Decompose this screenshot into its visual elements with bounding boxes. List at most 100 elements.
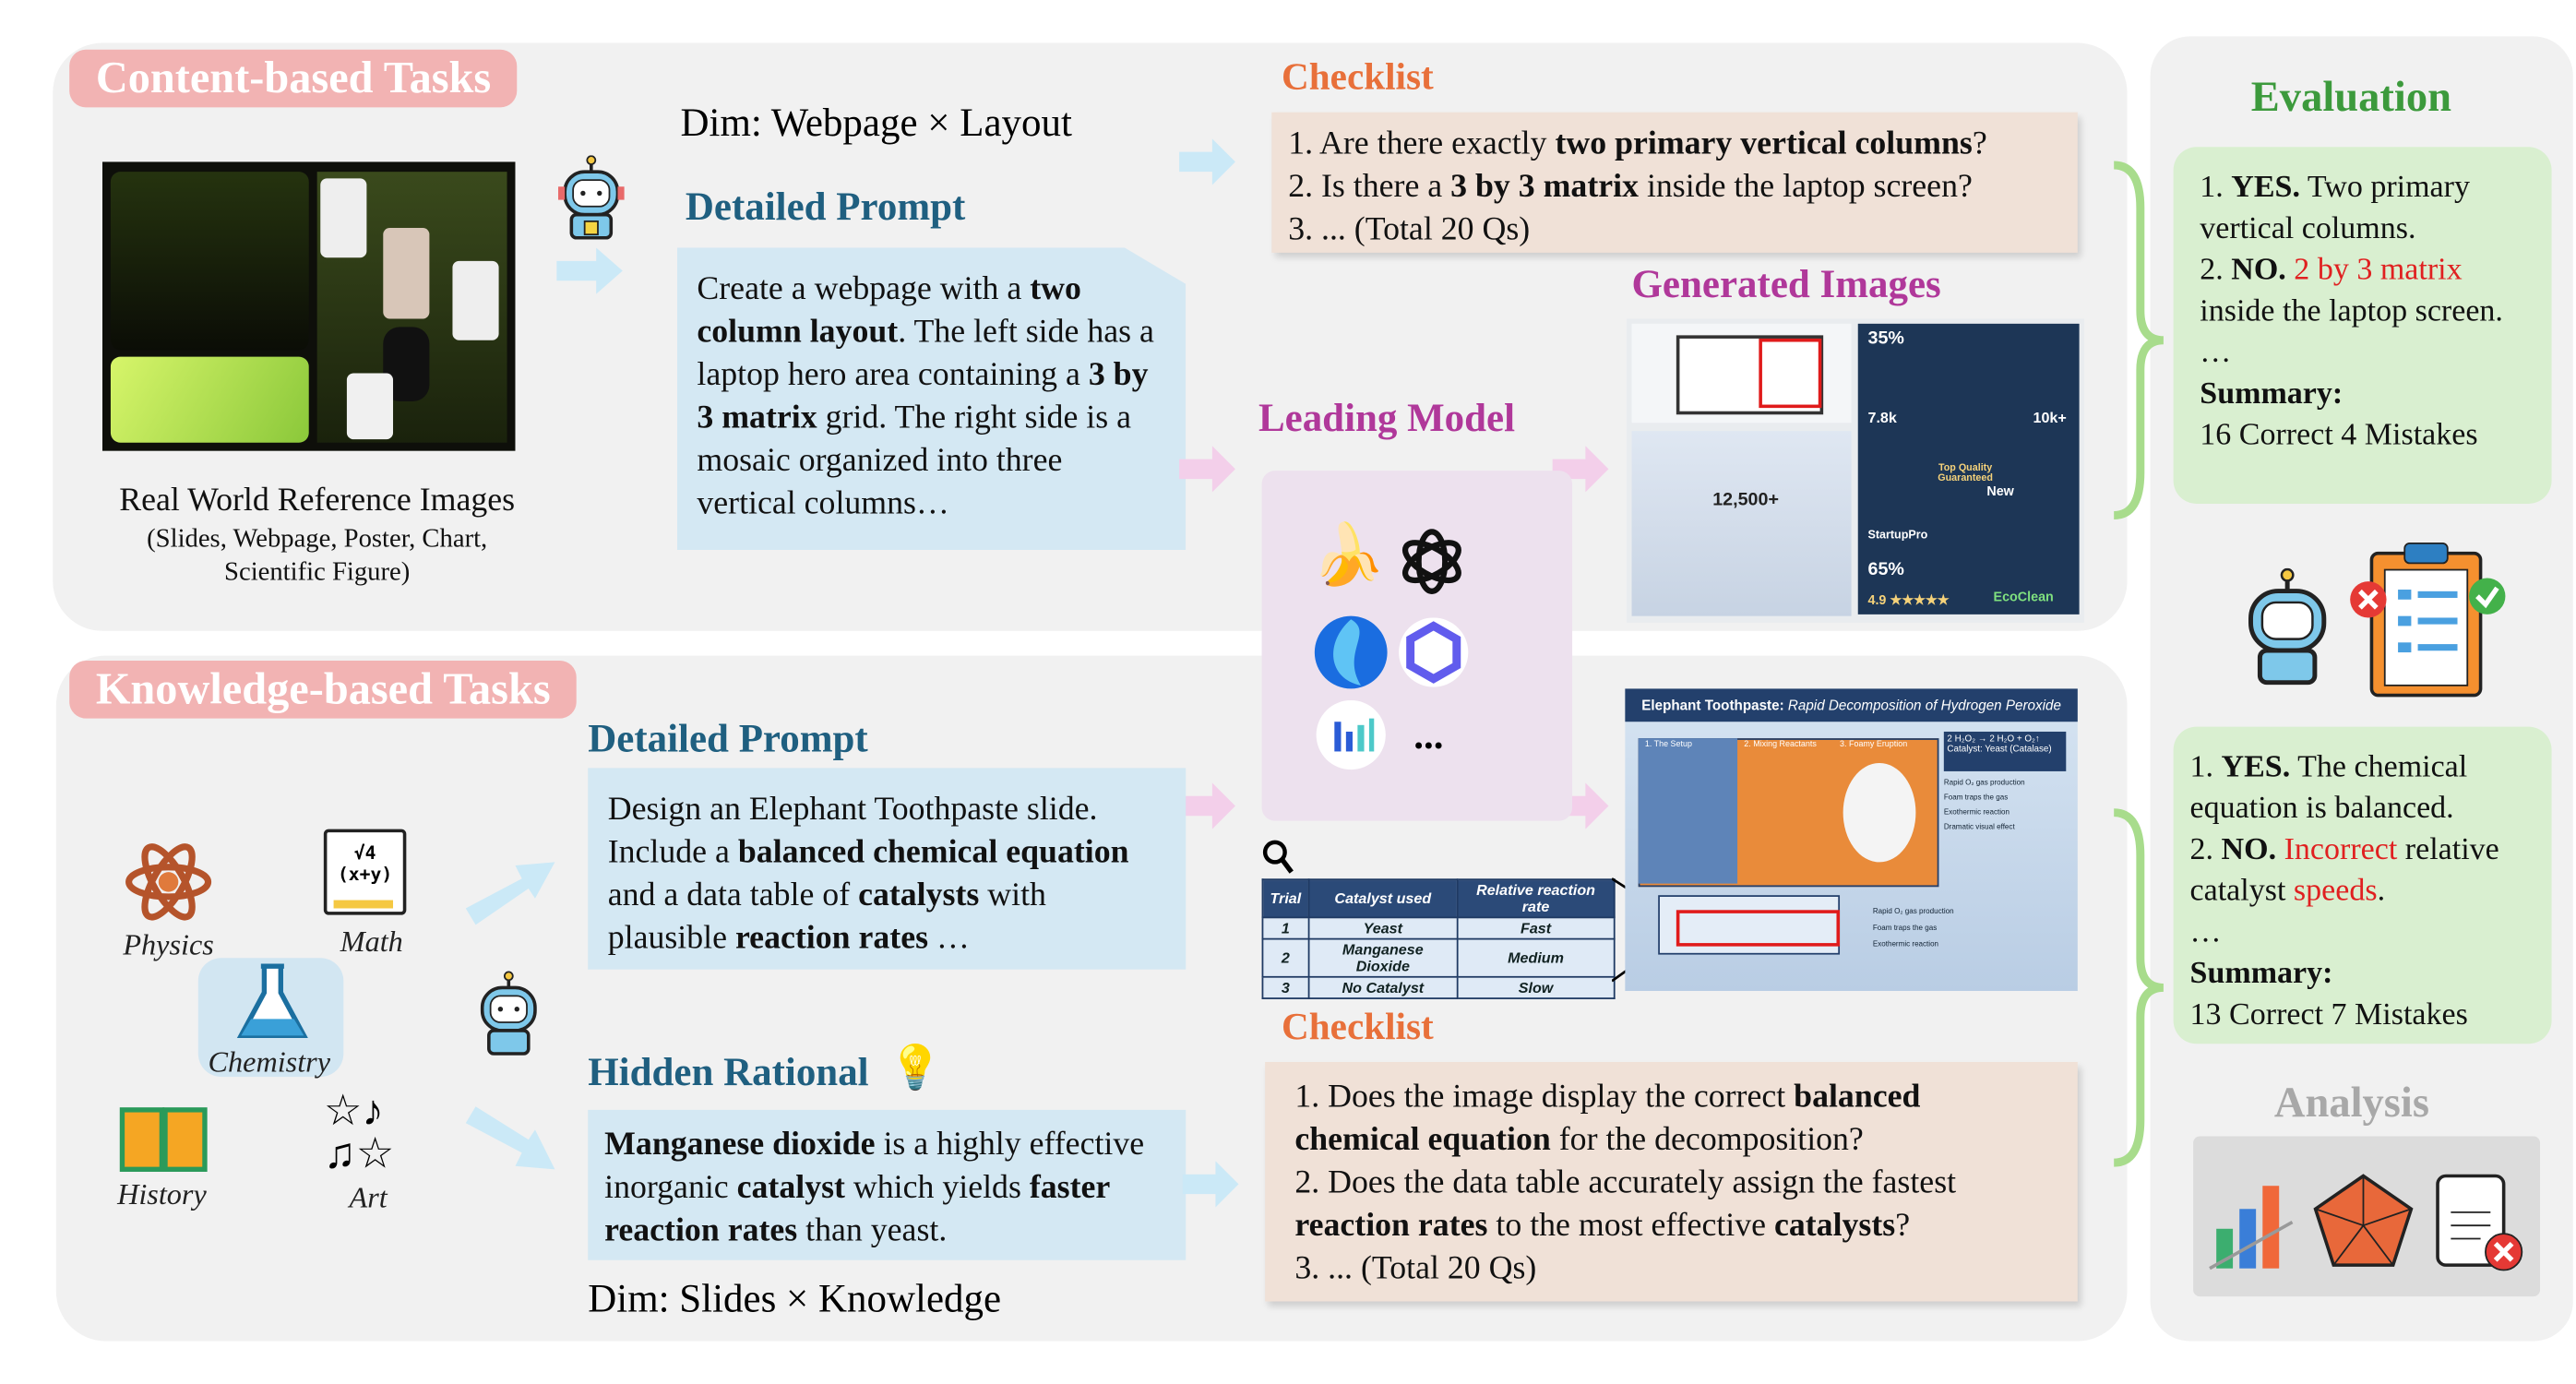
checklist-item: 2. Is there a 3 by 3 matrix inside the l… (1288, 165, 2061, 209)
bold-text: faster reaction rates (604, 1169, 1110, 1249)
reference-images (101, 161, 516, 451)
text-segment: 13 Correct 7 Mistakes (2189, 997, 2468, 1032)
text-segment: 1. Are there exactly (1288, 125, 1556, 162)
text-segment: which yields (844, 1169, 1030, 1206)
evaluation-result-1: 1. YES. Two primary vertical columns. 2.… (2173, 147, 2552, 504)
generated-slide: Elephant Toothpaste: Rapid Decomposition… (1625, 688, 2078, 991)
model-box: 🍌 ... (1261, 471, 1573, 821)
bold-text: reaction rates (734, 920, 929, 957)
generated-stat: StartupPro (1867, 530, 1928, 543)
table-cell: Medium (1456, 937, 1616, 978)
bold-text: Summary: (2189, 956, 2333, 991)
hidden-rational-heading: Hidden Rational (588, 1052, 869, 1095)
eval-line: Summary: (2190, 953, 2535, 995)
text-segment: 1. (2200, 170, 2232, 205)
hidden-rational-box: Manganese dioxide is a highly effective … (588, 1109, 1187, 1260)
eval-line: … (2190, 912, 2535, 953)
slide-bullet: Foam traps the gas (1943, 793, 2009, 802)
bold-text: balanced chemical equation (737, 833, 1129, 871)
subject-physics: Physics (123, 927, 214, 961)
reference-types-2: Scientific Figure) (224, 558, 411, 587)
knowledge-tasks-title: Knowledge-based Tasks (69, 661, 578, 719)
bold-text: catalyst (736, 1169, 845, 1206)
text-segment: Create a webpage with a (697, 270, 1031, 307)
seedream-icon (1314, 615, 1388, 689)
generated-stat: New (1986, 483, 2014, 499)
arrow-right-icon (1552, 446, 1609, 493)
table-header: Trial (1261, 878, 1310, 919)
bold-text: YES. (2231, 170, 2300, 205)
leading-model-heading: Leading Model (1258, 398, 1516, 441)
reference-types: (Slides, Webpage, Poster, Chart, (147, 525, 488, 554)
slide-catalyst-note: Catalyst: Yeast (Catalase) (1947, 745, 2052, 756)
generated-stat: 4.9 ★★★★★ (1867, 592, 1950, 608)
eval-line: Summary: (2200, 374, 2525, 415)
subject-art: Art (349, 1180, 388, 1214)
error-report-icon (2436, 1174, 2523, 1271)
robot-icon (2248, 567, 2327, 686)
slide-bullet: Dramatic visual effect (1943, 822, 2015, 831)
slide-bullet: Rapid O₂ gas production (1872, 906, 1954, 915)
slide-subtitle: Rapid Decomposition of Hydrogen Peroxide (1787, 697, 2061, 714)
flask-icon (236, 963, 308, 1039)
text-segment: 1. Does the image display the correct (1294, 1078, 1795, 1116)
text-segment: relative catalyst (2189, 832, 2499, 909)
text-segment: . (2377, 873, 2386, 909)
generated-stat: 10k+ (2033, 409, 2067, 426)
bold-text: two column layout (697, 270, 1081, 351)
slide-bullet: Exothermic reaction (1872, 939, 1939, 949)
text-segment: and a data table of (607, 877, 859, 913)
radar-chart-icon (2313, 1174, 2414, 1267)
knowledge-checklist-heading: Checklist (1282, 1006, 1434, 1047)
table-cell: Manganese Dioxide (1307, 937, 1459, 978)
text-segment: 1. (2189, 749, 2222, 785)
table-cell: 1 (1261, 916, 1310, 940)
text-segment: than yeast. (797, 1211, 948, 1249)
text-segment: is a highly effective inorganic (604, 1126, 1145, 1206)
brace-icon (2113, 808, 2165, 1167)
text-segment: inside the laptop screen. (2200, 293, 2503, 329)
slide-step: 1. The Setup (1644, 739, 1692, 750)
bold-text: NO. (2221, 832, 2277, 867)
knowledge-checklist-box: 1. Does the image display the correct ba… (1265, 1061, 2078, 1302)
table-cell: 2 (1261, 937, 1310, 978)
text-segment: 2. Is there a (1288, 168, 1451, 205)
table-cell: 3 (1261, 975, 1310, 999)
error-text: 2 by 3 matrix (2294, 252, 2463, 288)
subject-history: History (117, 1177, 207, 1211)
robot-icon (558, 155, 625, 240)
text-segment (2276, 832, 2284, 867)
content-tasks-title: Content-based Tasks (69, 49, 518, 108)
generated-images-heading: Generated Images (1631, 264, 1941, 307)
text-segment: grid. The right side is a mosaic organiz… (697, 400, 1132, 522)
generated-stat: 35% (1867, 328, 1904, 349)
eval-line: 1. YES. The chemical equation is balance… (2190, 746, 2535, 829)
slide-bullet: Exothermic reaction (1943, 807, 2010, 817)
checklist-item: 3. ... (Total 20 Qs) (1294, 1247, 2047, 1290)
eval-line: 2. NO. Incorrect relative catalyst speed… (2190, 829, 2535, 913)
eval-line: 16 Correct 4 Mistakes (2200, 414, 2525, 456)
checklist-item: 2. Does the data table accurately assign… (1294, 1161, 2047, 1247)
evaluation-result-2: 1. YES. The chemical equation is balance… (2173, 726, 2552, 1044)
arrow-right-icon (1179, 446, 1235, 493)
text-segment: … (928, 920, 970, 957)
clipboard-icon (2350, 543, 2506, 698)
bold-text: balanced chemical equation (1294, 1078, 1921, 1158)
atom-icon (125, 843, 212, 921)
text-segment: for the decomposition? (1550, 1121, 1864, 1158)
text-segment: ? (1895, 1207, 1911, 1244)
text-segment: … (2189, 914, 2222, 950)
bold-text: NO. (2231, 252, 2286, 288)
text-segment: Design an Elephant Toothpaste slide. Inc… (607, 791, 1098, 871)
math-glyph: √4 (x+y) (337, 841, 393, 886)
bar-chart-3d-icon (2209, 1186, 2294, 1271)
knowledge-prompt-heading: Detailed Prompt (588, 718, 868, 762)
text-segment: The chemical equation is balanced. (2189, 749, 2468, 826)
knowledge-prompt-box: Design an Elephant Toothpaste slide. Inc… (588, 768, 1187, 970)
text-segment: to the most effective (1487, 1207, 1774, 1244)
slide-equation: 2 H₂O₂ → 2 H₂O + O₂↑ (1947, 734, 2040, 746)
generated-stat: 65% (1867, 559, 1904, 580)
analysis-heading: Analysis (2273, 1078, 2429, 1127)
bold-text: catalysts (1773, 1207, 1896, 1244)
